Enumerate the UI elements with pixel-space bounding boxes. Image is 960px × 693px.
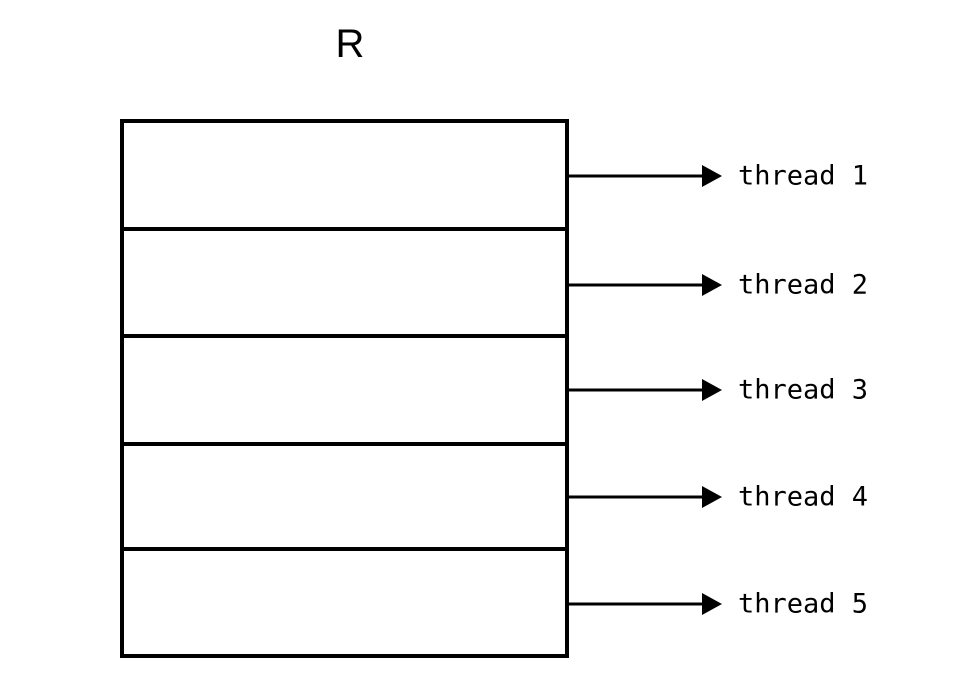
matrix-block-R [120, 119, 569, 658]
arrowhead-icon-3 [702, 379, 722, 401]
arrow-thread-1 [567, 165, 722, 187]
thread-labels: thread 1 thread 2 thread 3 thread 4 thread 5 [738, 161, 868, 620]
arrow-thread-4 [567, 486, 722, 508]
thread-label-5: thread 5 [738, 589, 868, 620]
arrow-thread-5 [567, 593, 722, 615]
thread-label-4: thread 4 [738, 482, 868, 513]
thread-label-1: thread 1 [738, 161, 868, 192]
arrow-thread-3 [567, 379, 722, 401]
page-title: R [336, 22, 365, 66]
thread-arrows [567, 165, 722, 615]
thread-label-2: thread 2 [738, 270, 868, 301]
matrix-row-dividers [122, 227, 567, 551]
arrowhead-icon-5 [702, 593, 722, 615]
arrowhead-icon-4 [702, 486, 722, 508]
arrowhead-icon-1 [702, 165, 722, 187]
arrow-thread-2 [567, 274, 722, 296]
arrowhead-icon-2 [702, 274, 722, 296]
thread-label-3: thread 3 [738, 375, 868, 406]
